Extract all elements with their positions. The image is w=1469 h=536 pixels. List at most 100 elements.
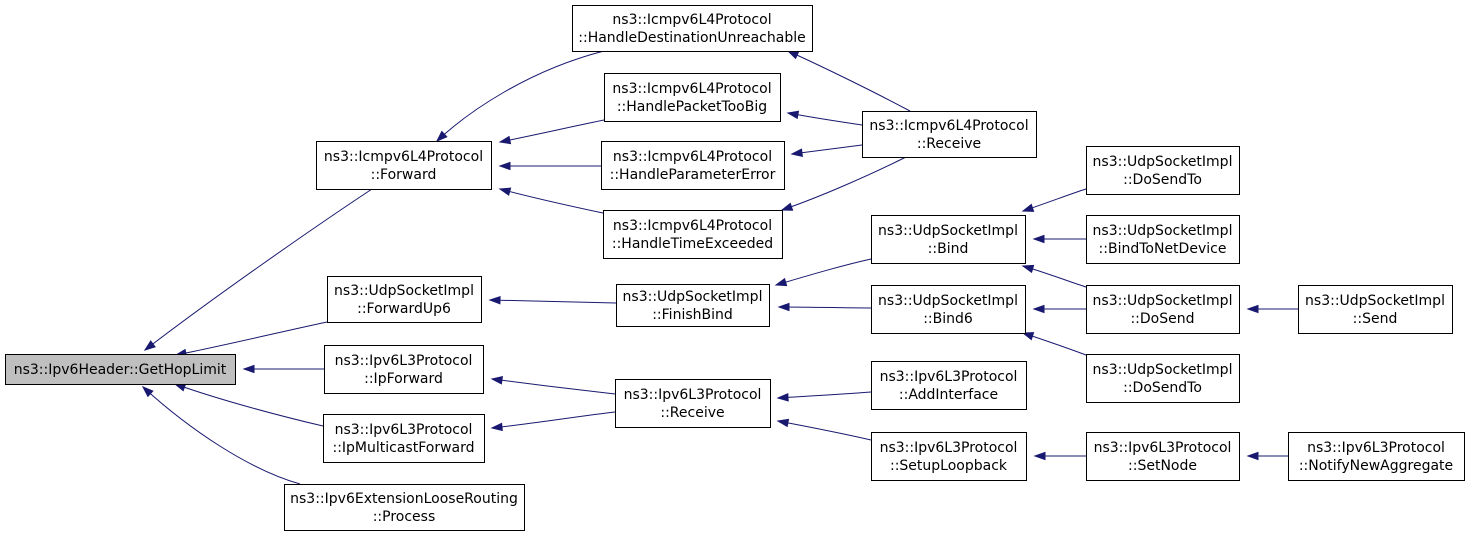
node-box: [323, 414, 485, 463]
node-box: [316, 141, 492, 190]
edge-udpfu-to-root: [174, 321, 328, 358]
node-class-label: ns3::Ipv6Header::GetHopLimit: [14, 362, 227, 378]
node-class-label: ns3::Ipv6L3Protocol: [624, 387, 762, 403]
node-send[interactable]: ns3::UdpSocketImpl::Send: [1298, 285, 1453, 334]
node-box: [1298, 285, 1453, 334]
node-dosend[interactable]: ns3::UdpSocketImpl::DoSend: [1086, 285, 1240, 334]
node-udpfu[interactable]: ns3::UdpSocketImpl::ForwardUp6: [327, 276, 482, 323]
node-method-label: ::HandleTimeExceeded: [612, 236, 773, 252]
node-box: [1086, 432, 1240, 481]
node-ipmc[interactable]: ns3::Ipv6L3Protocol::IpMulticastForward: [323, 414, 485, 463]
edge-fwd-to-root: [143, 188, 373, 351]
node-btnd[interactable]: ns3::UdpSocketImpl::BindToNetDevice: [1086, 215, 1240, 264]
arrowhead: [1246, 451, 1259, 461]
node-method-label: ::ForwardUp6: [357, 301, 451, 317]
node-class-label: ns3::Icmpv6L4Protocol: [613, 149, 772, 165]
node-class-label: ns3::Ipv6L3Protocol: [1094, 440, 1232, 456]
arrowhead: [1021, 203, 1035, 212]
node-box: [5, 354, 236, 385]
edge-icrcv-to-hte: [780, 156, 907, 211]
edge-ipfwd-to-root: [242, 364, 324, 374]
node-setnode[interactable]: ns3::Ipv6L3Protocol::SetNode: [1086, 432, 1240, 481]
node-loop[interactable]: ns3::Ipv6L3Protocol::SetupLoopback: [871, 432, 1027, 481]
arrowhead: [488, 296, 501, 305]
edge-loose-to-root: [141, 386, 301, 485]
edge-line: [144, 188, 373, 351]
node-hpe[interactable]: ns3::Icmpv6L4Protocol::HandleParameterEr…: [601, 141, 785, 190]
node-dst1[interactable]: ns3::UdpSocketImpl::DoSendTo: [1086, 146, 1240, 195]
node-method-label: ::Bind: [928, 241, 969, 257]
node-hdu[interactable]: ns3::Icmpv6L4Protocol::HandleDestination…: [572, 5, 813, 52]
node-addif[interactable]: ns3::Ipv6L3Protocol::AddInterface: [871, 361, 1027, 410]
node-method-label: ::FinishBind: [652, 307, 733, 323]
edge-line: [491, 411, 616, 429]
arrowhead: [1032, 304, 1045, 314]
node-box: [1086, 146, 1240, 195]
edge-line: [491, 378, 616, 395]
edge-l3rcv-to-ipmc: [490, 411, 616, 432]
node-class-label: ns3::UdpSocketImpl: [878, 293, 1018, 309]
node-l3rcv[interactable]: ns3::Ipv6L3Protocol::Receive: [615, 379, 771, 428]
node-box: [604, 73, 781, 122]
arrowhead: [1246, 304, 1259, 314]
node-nna[interactable]: ns3::Ipv6L3Protocol::NotifyNewAggregate: [1288, 432, 1465, 481]
node-loose[interactable]: ns3::Ipv6ExtensionLooseRouting::Process: [284, 484, 525, 531]
edge-hdu-to-fwd: [435, 50, 605, 143]
node-hptb[interactable]: ns3::Icmpv6L4Protocol::HandlePacketTooBi…: [604, 73, 781, 122]
edges-layer: [141, 50, 1298, 485]
node-method-label: ::Process: [373, 509, 436, 525]
arrowhead: [786, 50, 800, 60]
node-dst2[interactable]: ns3::UdpSocketImpl::DoSendTo: [1086, 354, 1240, 403]
node-box: [871, 285, 1026, 334]
edge-icrcv-to-hpe: [790, 144, 863, 157]
node-method-label: ::Bind6: [923, 311, 973, 327]
node-fwd[interactable]: ns3::Icmpv6L4Protocol::Forward: [316, 141, 492, 190]
arrowhead: [774, 277, 788, 287]
arrowhead: [790, 148, 803, 157]
node-fb[interactable]: ns3::UdpSocketImpl::FinishBind: [616, 284, 770, 327]
node-class-label: ns3::Ipv6L3Protocol: [880, 440, 1018, 456]
arrowhead: [777, 302, 790, 312]
node-hte[interactable]: ns3::Icmpv6L4Protocol::HandleTimeExceede…: [603, 210, 783, 259]
node-box: [324, 345, 484, 394]
node-class-label: ns3::Ipv6L3Protocol: [1307, 440, 1445, 456]
node-method-label: ::IpForward: [364, 371, 443, 387]
node-class-label: ns3::UdpSocketImpl: [623, 289, 763, 305]
node-box: [616, 284, 770, 327]
node-method-label: ::HandleParameterError: [610, 167, 776, 183]
node-method-label: ::DoSendTo: [1123, 380, 1202, 396]
nodes-layer: ns3::Ipv6Header::GetHopLimit ns3::Icmpv6L…: [5, 5, 1465, 531]
node-method-label: ::Forward: [371, 167, 437, 183]
edge-bind-to-fb: [774, 258, 872, 287]
edge-line: [787, 50, 911, 112]
arrowhead: [435, 130, 448, 143]
edge-line: [791, 144, 863, 155]
edge-line: [775, 258, 872, 286]
node-bind6[interactable]: ns3::UdpSocketImpl::Bind6: [871, 285, 1026, 334]
node-method-label: ::SetupLoopback: [890, 458, 1008, 474]
edge-btnd-to-bind: [1032, 234, 1086, 244]
node-method-label: ::IpMulticastForward: [332, 440, 474, 456]
node-ipfwd[interactable]: ns3::Ipv6L3Protocol::IpForward: [324, 345, 484, 394]
node-class-label: ns3::UdpSocketImpl: [1093, 223, 1233, 239]
node-class-label: ns3::UdpSocketImpl: [1093, 154, 1233, 170]
node-method-label: ::Send: [1353, 311, 1398, 327]
node-icrcv[interactable]: ns3::Icmpv6L4Protocol::Receive: [862, 111, 1037, 158]
edge-dosend-to-bind6: [1032, 304, 1086, 314]
node-method-label: ::HandleDestinationUnreachable: [578, 30, 805, 46]
node-box: [871, 215, 1026, 264]
node-bind[interactable]: ns3::UdpSocketImpl::Bind: [871, 215, 1026, 264]
edge-loop-to-l3rcv: [776, 418, 872, 441]
node-box: [1086, 215, 1240, 264]
node-class-label: ns3::Icmpv6L4Protocol: [869, 118, 1028, 134]
edge-line: [436, 50, 605, 142]
edge-nna-to-setnode: [1246, 451, 1288, 461]
edge-line: [174, 383, 324, 427]
edge-line: [142, 386, 301, 485]
node-method-label: ::AddInterface: [899, 387, 998, 403]
edge-hte-to-fwd: [498, 187, 604, 214]
node-box: [1086, 354, 1240, 403]
arrowhead: [242, 364, 255, 374]
arrowhead: [776, 418, 790, 428]
